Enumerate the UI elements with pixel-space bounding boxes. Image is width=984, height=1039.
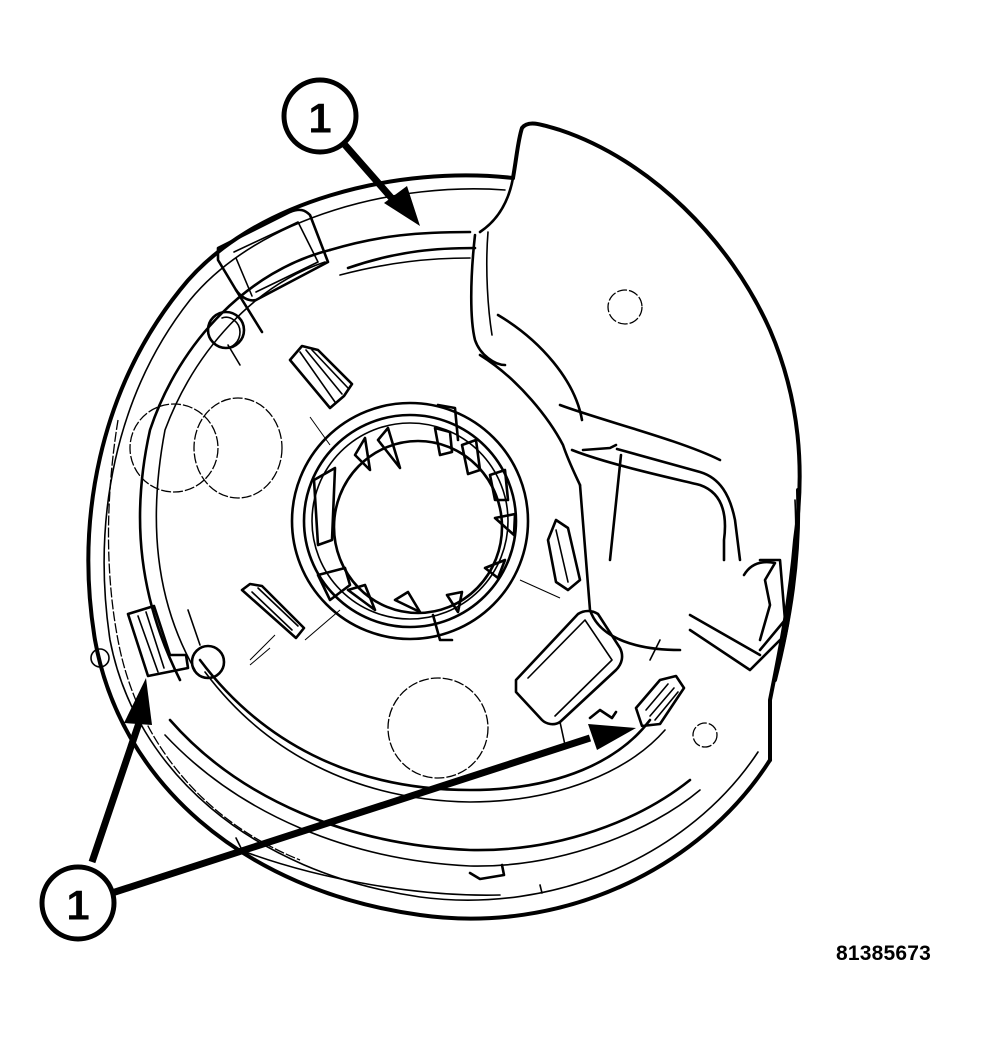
connector-block-upper <box>206 208 330 366</box>
arrowhead-top <box>384 186 420 226</box>
callout-label: 1 <box>66 882 89 929</box>
callout-1-bottom: 1 <box>39 864 117 942</box>
callout-label: 1 <box>308 95 331 142</box>
snap-tabs <box>240 344 582 661</box>
figure-number: 81385673 <box>836 942 932 965</box>
face-holes <box>193 397 718 779</box>
hub <box>290 401 530 642</box>
connector-block-lower <box>514 609 686 746</box>
arrowhead-right <box>588 724 636 750</box>
housing-face <box>138 230 801 867</box>
leader-arrows <box>88 142 636 897</box>
left-locating-tab <box>90 403 271 680</box>
arrowhead-left <box>124 678 152 725</box>
housing-outer <box>86 121 802 921</box>
callout-1-top: 1 <box>281 77 359 155</box>
